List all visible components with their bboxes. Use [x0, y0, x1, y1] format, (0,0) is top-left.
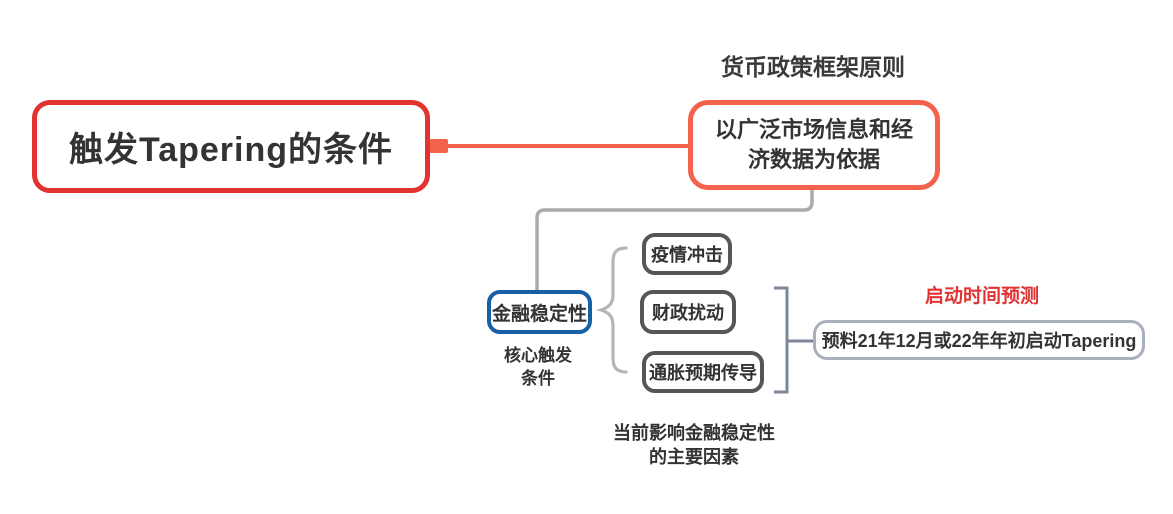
factors-caption: 当前影响金融稳定性 的主要因素: [613, 423, 775, 467]
factor-label: 疫情冲击: [651, 245, 723, 265]
factor-node-fiscal-disturbance[interactable]: 财政扰动: [640, 290, 736, 334]
root-topic-node[interactable]: 触发Tapering的条件: [32, 100, 430, 193]
principle-to-stability-wire: [535, 190, 814, 290]
factor-node-inflation-expectation[interactable]: 通胀预期传导: [642, 351, 764, 393]
factor-label: 通胀预期传导: [649, 363, 757, 383]
principle-label: 以广泛市场信息和经 济数据为依据: [714, 117, 913, 172]
financial-stability-node[interactable]: 金融稳定性: [487, 290, 592, 334]
root-topic-label: 触发Tapering的条件: [68, 131, 394, 169]
factor-node-pandemic-shock[interactable]: 疫情冲击: [642, 233, 732, 275]
timing-prediction-node[interactable]: 预料21年12月或22年年初启动Tapering: [813, 320, 1145, 360]
summary-bracket-icon: [774, 286, 789, 394]
timing-prediction-label: 预料21年12月或22年年初启动Tapering: [821, 331, 1137, 351]
timing-prediction-title: 启动时间预测: [924, 286, 1040, 307]
core-trigger-caption: 核心触发 条件: [504, 346, 572, 388]
financial-stability-label: 金融稳定性: [491, 303, 587, 325]
branch-connector-nub: [429, 139, 448, 153]
principle-floating-title: 货币政策框架原则: [721, 54, 905, 80]
curly-brace-icon: [595, 246, 628, 374]
factor-label: 财政扰动: [652, 303, 724, 323]
principle-node[interactable]: 以广泛市场信息和经 济数据为依据: [688, 100, 940, 190]
